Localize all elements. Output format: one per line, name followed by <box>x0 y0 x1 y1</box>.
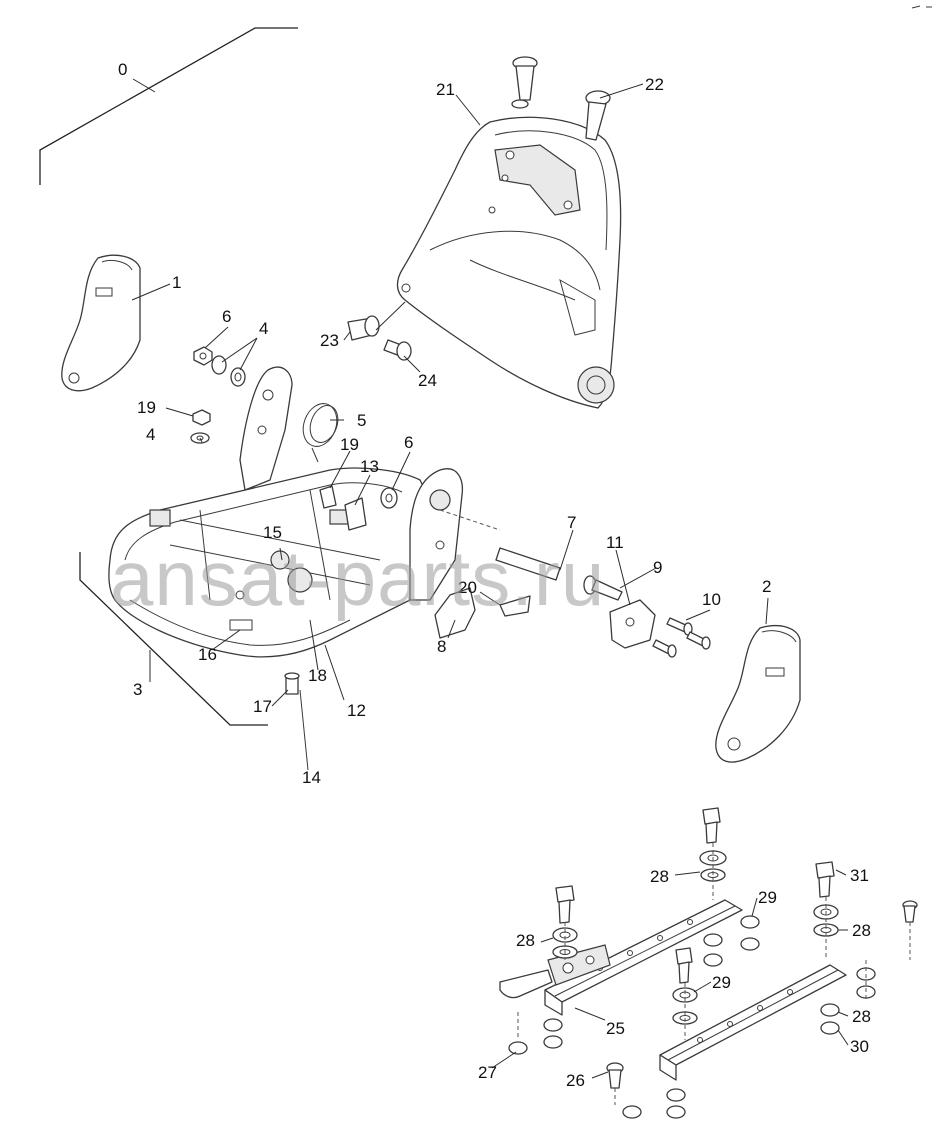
callout-2: 2 <box>762 577 771 596</box>
callout-20: 20 <box>458 578 477 597</box>
lever-20[interactable] <box>499 595 531 617</box>
bracket-8[interactable] <box>434 587 476 639</box>
callout-8: 8 <box>437 637 446 656</box>
callout-0: 0 <box>118 60 127 79</box>
callout-21: 21 <box>436 80 455 99</box>
rail-bolt-31[interactable] <box>815 861 835 898</box>
leader-lines <box>131 78 849 1079</box>
callout-23: 23 <box>320 331 339 350</box>
rail-bolt-mid[interactable] <box>675 947 693 984</box>
callout-29b: 29 <box>712 973 731 992</box>
callout-28b: 28 <box>516 931 535 950</box>
callout-27: 27 <box>478 1063 497 1082</box>
spring-5[interactable] <box>297 399 342 463</box>
bracket-13[interactable] <box>344 497 367 531</box>
callout-3: 3 <box>133 680 142 699</box>
backrest-bolt-right[interactable] <box>585 90 611 141</box>
callout-1: 1 <box>172 273 181 292</box>
group-bracket-3 <box>79 552 268 726</box>
callout-7: 7 <box>567 513 576 532</box>
rail-right-25[interactable] <box>659 964 847 1081</box>
nut-19-left[interactable] <box>192 409 211 426</box>
callout-16: 16 <box>198 645 217 664</box>
callout-15: 15 <box>263 523 282 542</box>
callout-25: 25 <box>606 1019 625 1038</box>
rail-screw-26[interactable] <box>606 1062 624 1089</box>
screw-10a[interactable] <box>666 617 693 636</box>
callout-24: 24 <box>418 371 437 390</box>
callout-9: 9 <box>653 558 662 577</box>
clip-19[interactable] <box>319 485 337 509</box>
group-bracket-0 <box>39 27 298 185</box>
screw-10c[interactable] <box>652 639 677 658</box>
bolt-9[interactable] <box>583 575 623 601</box>
washer-4-left[interactable] <box>211 355 246 387</box>
shaft-7[interactable] <box>495 547 561 581</box>
callout-5: 5 <box>357 411 366 430</box>
callout-19b: 19 <box>340 435 359 454</box>
screw-10b[interactable] <box>686 631 711 650</box>
backrest-frame[interactable] <box>396 116 622 409</box>
callout-29a: 29 <box>758 888 777 907</box>
callout-28d: 28 <box>852 1007 871 1026</box>
callout-18: 18 <box>308 666 327 685</box>
rail-screw-right[interactable] <box>902 900 918 923</box>
callout-11: 11 <box>606 533 624 552</box>
bolt-17[interactable] <box>284 672 300 695</box>
callout-28a: 28 <box>650 867 669 886</box>
right-side-cover[interactable] <box>715 625 801 763</box>
spacer-23[interactable] <box>347 315 380 341</box>
left-side-cover[interactable] <box>61 254 141 392</box>
bushing-6-right[interactable] <box>380 487 398 509</box>
callout-12: 12 <box>347 701 366 720</box>
callout-19a: 19 <box>137 398 156 417</box>
callout-26: 26 <box>566 1071 585 1090</box>
callout-10: 10 <box>702 590 721 609</box>
backrest-bolt-left[interactable] <box>511 56 538 109</box>
callouts: 0 1 2 3 4 4 5 6 6 7 8 9 10 11 12 13 14 1… <box>118 60 871 1090</box>
corner-mark <box>911 5 932 9</box>
callout-4a: 4 <box>259 319 268 338</box>
bolt-24[interactable] <box>383 339 412 361</box>
assembly-lines <box>299 509 911 1105</box>
callout-6a: 6 <box>222 307 231 326</box>
callout-28c: 28 <box>852 921 871 940</box>
callout-13: 13 <box>360 457 379 476</box>
watermark-text: ansat-parts.ru <box>110 534 605 622</box>
callout-31: 31 <box>850 866 869 885</box>
callout-30: 30 <box>850 1037 869 1056</box>
callout-4b: 4 <box>146 425 155 444</box>
rail-bolt-left[interactable] <box>555 885 575 924</box>
callout-6b: 6 <box>404 433 413 452</box>
rail-bolt-top[interactable] <box>702 807 721 844</box>
rail-left-25[interactable] <box>499 899 743 1016</box>
callout-14: 14 <box>302 768 321 787</box>
callout-17: 17 <box>253 697 272 716</box>
plate-11[interactable] <box>609 599 656 649</box>
nut-6-left[interactable] <box>193 346 213 366</box>
callout-22: 22 <box>645 75 664 94</box>
